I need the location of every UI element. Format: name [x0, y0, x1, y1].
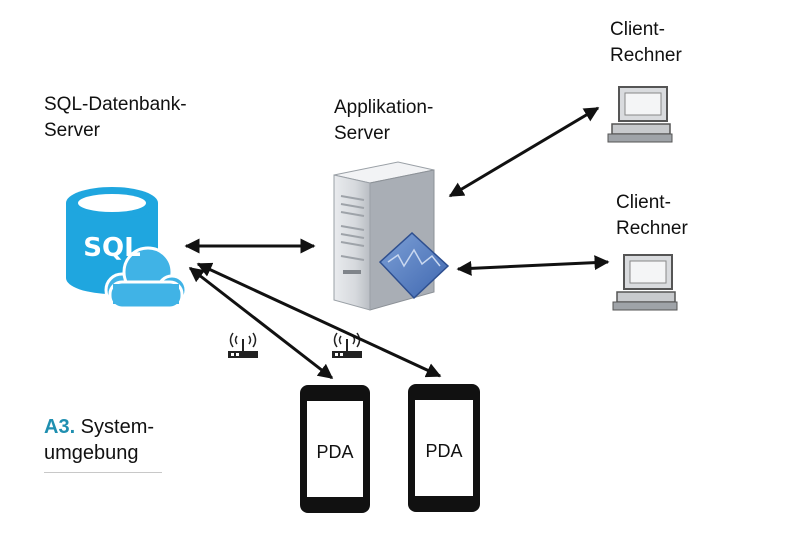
arrow-app-client-bottom	[456, 255, 610, 276]
sql-server-label: SQL-Datenbank- Server	[44, 94, 187, 141]
client-bottom-label: Client- Rechner	[616, 192, 688, 239]
database-cloud-icon	[66, 187, 188, 310]
wireless-router-icon	[228, 332, 258, 358]
pda-right-label: PDA	[425, 441, 462, 461]
smartphone-icon	[300, 385, 370, 513]
server-tower-icon	[333, 161, 450, 311]
figure-caption: A3. System- umgebung	[44, 414, 154, 466]
caption-text-line2: umgebung	[44, 442, 139, 464]
desktop-computer-icon	[607, 86, 673, 143]
arrow-app-client-top	[448, 106, 600, 198]
arrow-sql-pda-left	[188, 266, 334, 380]
client-top-label: Client- Rechner	[610, 19, 682, 66]
sql-logo-text: SQL	[83, 233, 140, 263]
desktop-computer-icon	[612, 254, 678, 311]
pda-left-label: PDA	[316, 442, 353, 462]
caption-text-line1: System-	[75, 416, 155, 438]
arrow-sql-pda-right	[196, 262, 442, 378]
caption-divider	[44, 472, 162, 473]
smartphone-icon	[408, 384, 480, 512]
caption-code: A3.	[44, 416, 76, 438]
app-server-label: Applikation- Server	[334, 97, 434, 144]
